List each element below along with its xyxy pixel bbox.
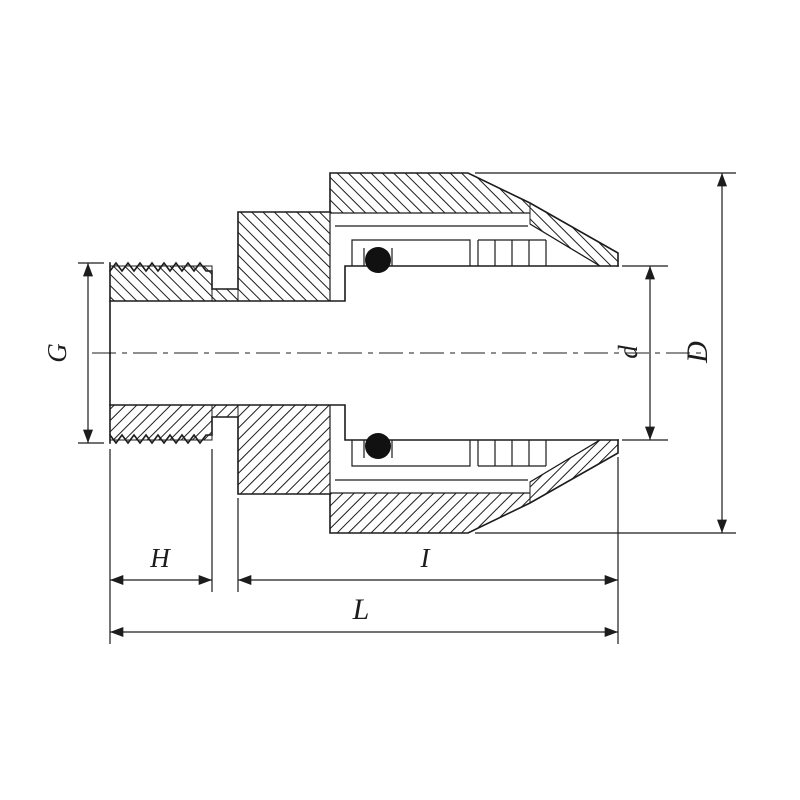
- outer-silhouette: [108, 172, 619, 290]
- part-top-half: [108, 172, 619, 354]
- thread-wall-section: [109, 265, 213, 302]
- cone-inner-surface: [529, 223, 601, 267]
- dimension-d-small: d: [613, 265, 668, 441]
- cone-wall-section: [529, 202, 619, 267]
- dimension-label-l: L: [352, 593, 370, 626]
- nut-wall-section: [329, 172, 531, 214]
- insert-outline: [351, 239, 471, 266]
- neck-wall-section: [211, 288, 239, 302]
- grip-ring-splines: [477, 239, 547, 266]
- o-ring-top: [365, 247, 391, 273]
- dimension-label-d-large: D: [681, 341, 714, 364]
- bore-line: [109, 265, 619, 302]
- dimension-label-g: G: [42, 343, 72, 363]
- dimension-l: L: [110, 593, 619, 637]
- part-bottom-half: [109, 352, 619, 534]
- dimension-h: H: [109, 449, 213, 644]
- dimension-label-d-small: d: [613, 345, 643, 359]
- dimension-i: I: [237, 457, 619, 644]
- o-ring-groove: [363, 248, 393, 266]
- dimension-label-h: H: [149, 543, 171, 573]
- body-wall-section: [237, 211, 331, 302]
- dimension-label-i: I: [420, 543, 432, 573]
- dimension-g: G: [42, 262, 104, 444]
- dimension-d-large: D: [475, 172, 736, 534]
